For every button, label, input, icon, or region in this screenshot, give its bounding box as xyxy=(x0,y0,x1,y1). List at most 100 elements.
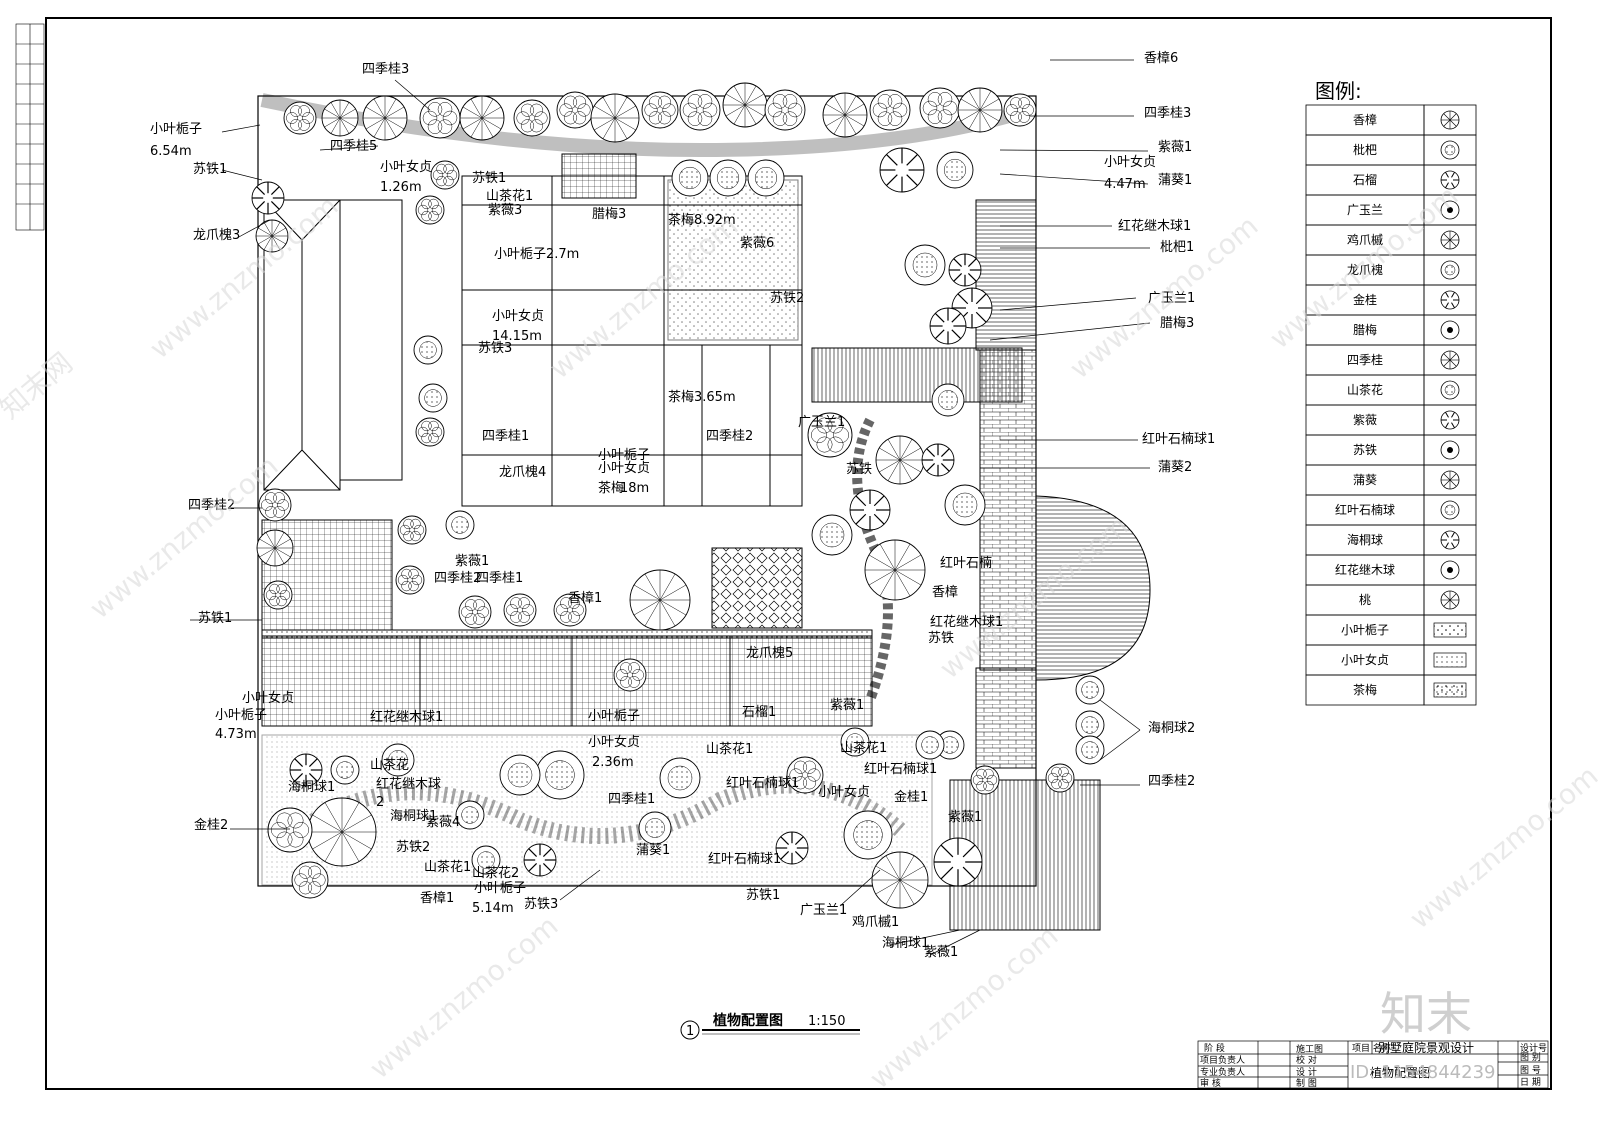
plant-label: 5.14m xyxy=(472,901,514,916)
plant-label: 龙爪槐3 xyxy=(193,227,240,243)
svg-text:www.znzmo.com: www.znzmo.com xyxy=(363,909,564,1085)
tree-symbol xyxy=(807,412,853,458)
plant-label: 苏铁1 xyxy=(746,887,780,903)
legend-item: 腊梅 xyxy=(1305,314,1477,346)
plant-label: 茶梅8.92m xyxy=(668,212,736,228)
brand-logo: 知末 xyxy=(1380,987,1472,1041)
dots-sparse-icon xyxy=(1433,622,1467,638)
tree-symbol xyxy=(919,87,961,129)
plant-label: 小叶女贞 xyxy=(380,159,432,175)
legend-item: 枇杷 xyxy=(1305,134,1477,166)
leader-line xyxy=(999,297,1137,311)
tree-symbol xyxy=(291,861,329,899)
legend-label: 紫薇 xyxy=(1353,413,1377,427)
tree-symbol xyxy=(321,99,359,137)
plant-label: 腊梅3 xyxy=(1160,316,1194,331)
tree-symbol xyxy=(289,753,323,787)
plant-label: 红花继木球1 xyxy=(370,709,443,725)
legend-label: 四季桂 xyxy=(1347,352,1383,367)
legend-item: 香樟 xyxy=(1305,104,1477,136)
leader-lines xyxy=(190,59,1151,956)
flower-icon xyxy=(1440,350,1460,370)
legend-label: 桃 xyxy=(1359,592,1371,607)
leader-line xyxy=(221,169,263,181)
tree-symbol xyxy=(415,417,445,447)
plant-label: 香樟6 xyxy=(1144,51,1178,66)
plant-label: 香樟1 xyxy=(420,891,454,906)
tree-symbol xyxy=(811,514,853,556)
plant-label: 苏铁2 xyxy=(770,290,804,306)
tree-symbol xyxy=(513,99,551,137)
legend-label: 蒲葵 xyxy=(1353,473,1377,487)
legend-item: 鸡爪槭 xyxy=(1305,224,1477,256)
plant-label: 金桂1 xyxy=(894,789,928,805)
plant-label: 2.36m xyxy=(592,755,634,770)
legend-label: 香樟 xyxy=(1353,112,1377,127)
tree-symbol xyxy=(459,95,505,141)
plant-label: 红花继木球 xyxy=(376,776,441,792)
plant-label: 苏铁3 xyxy=(478,340,512,356)
plant-label: 4.73m xyxy=(215,727,257,742)
tree-symbol xyxy=(256,529,294,567)
title-block xyxy=(1197,1040,1549,1089)
legend-label: 龙爪槐 xyxy=(1347,262,1383,277)
tree-symbol xyxy=(267,807,313,853)
plant-label: 2 xyxy=(376,795,384,810)
leader-line xyxy=(1099,699,1141,731)
tree-symbol xyxy=(258,488,292,522)
tree-symbol xyxy=(418,383,448,413)
plant-labels: 四季桂3小叶栀子6.54m苏铁1龙爪槐3四季桂5小叶女贞1.26m苏铁1山茶花1… xyxy=(150,51,1215,960)
legend-label: 广玉兰 xyxy=(1347,203,1383,217)
tree-symbol xyxy=(471,845,501,875)
plant-label: 枇杷1 xyxy=(1160,240,1194,255)
tree-symbol xyxy=(659,757,701,799)
legend-item: 蒲葵 xyxy=(1305,464,1477,496)
palm-star-icon xyxy=(1440,440,1460,460)
tree-symbol xyxy=(840,727,870,757)
legend-label: 鸡爪槭 xyxy=(1347,232,1383,247)
svg-text:施工图: 施工图 xyxy=(1296,1043,1323,1055)
dotted-star-icon xyxy=(1440,200,1460,220)
sheet-border xyxy=(45,17,1552,1090)
legend-item: 四季桂 xyxy=(1305,344,1477,376)
svg-text:知末网: 知末网 xyxy=(0,346,79,425)
tree-symbol xyxy=(1075,675,1105,705)
plant-label: 小叶栀子 xyxy=(598,448,650,463)
plant-label: 红叶石楠球1 xyxy=(726,775,799,791)
plant-label: 6.54m xyxy=(150,144,192,159)
tree-symbol xyxy=(556,91,594,129)
cluster-icon xyxy=(1440,410,1460,430)
plant-label: 广玉兰1 xyxy=(798,415,845,430)
ring-circle-icon xyxy=(1440,380,1460,400)
plant-label: 小叶女贞 xyxy=(818,784,870,800)
fan-circle-icon xyxy=(1440,230,1460,250)
tree-symbol xyxy=(535,750,585,800)
svg-text:设计号: 设计号 xyxy=(1520,1042,1547,1054)
legend-item: 红花继木球 xyxy=(1305,554,1477,586)
plant-label: 红花继木球1 xyxy=(930,614,1003,630)
spoke-circle-icon xyxy=(1440,110,1460,130)
leader-line xyxy=(319,145,379,151)
legend-label: 海桐球 xyxy=(1347,532,1383,547)
drawing-number: 1 xyxy=(686,1024,694,1039)
legend-label: 小叶栀子 xyxy=(1341,623,1389,637)
plant-label: 四季桂2 xyxy=(1148,774,1195,789)
svg-text:www.znzmo.com: www.znzmo.com xyxy=(1403,759,1600,935)
dots-heavy-icon xyxy=(1433,682,1467,698)
plant-label: 山茶花2 xyxy=(472,865,519,881)
plant-label: 四季桂3 xyxy=(1144,106,1191,121)
plant-label: 小叶栀子2.7m xyxy=(494,247,579,262)
svg-text:设 计: 设 计 xyxy=(1296,1066,1317,1078)
tree-symbol xyxy=(590,93,640,143)
plant-label: 苏铁1 xyxy=(198,610,232,626)
plant-label: 1.26m xyxy=(380,180,422,195)
svg-text:校 对: 校 对 xyxy=(1296,1054,1317,1066)
diamond-paving xyxy=(711,547,803,629)
tree-symbol xyxy=(931,383,965,417)
leader-line xyxy=(889,929,961,946)
tree-symbol xyxy=(503,593,537,627)
svg-text:www.znzmo.com: www.znzmo.com xyxy=(83,449,284,625)
tree-symbol xyxy=(613,658,647,692)
plant-label: 海桐球1 xyxy=(882,936,929,951)
dots-fine-icon xyxy=(1433,652,1467,668)
